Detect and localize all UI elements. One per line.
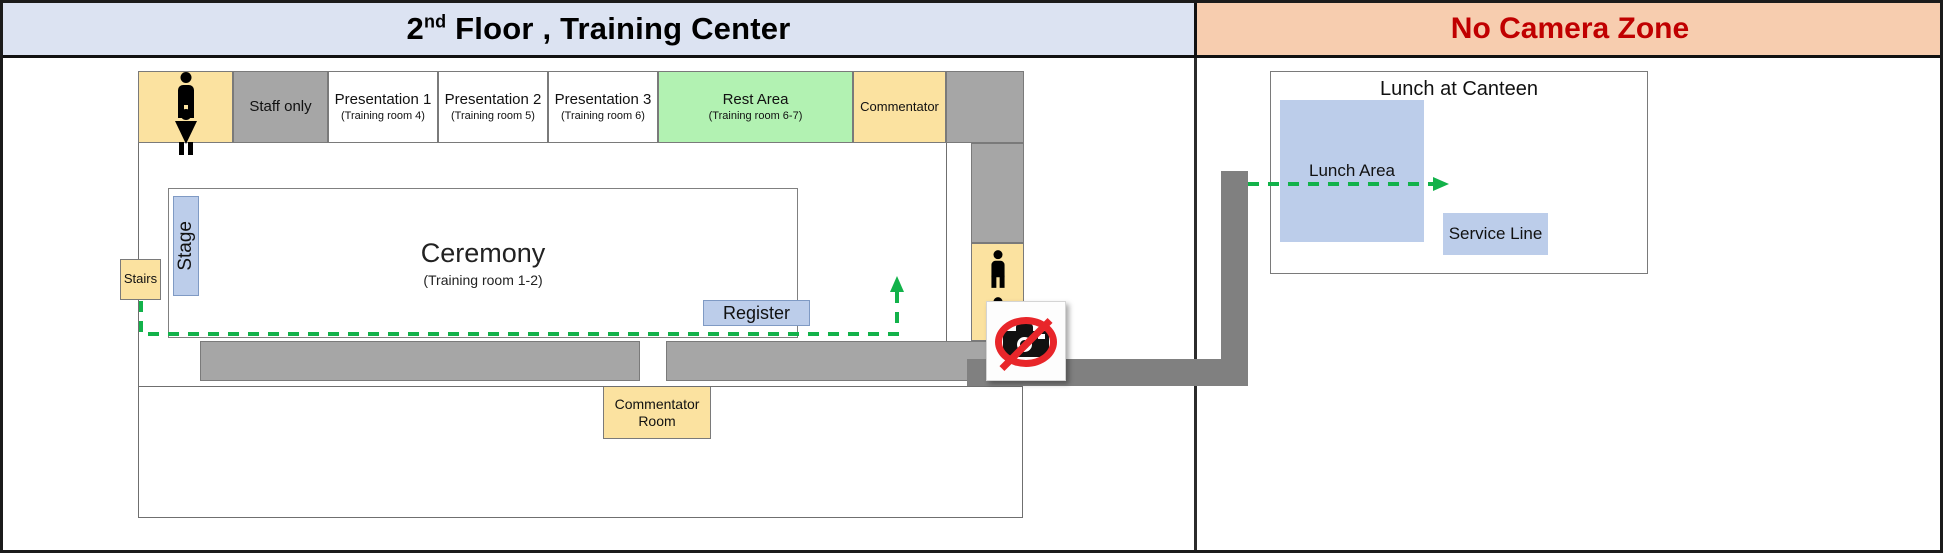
corridor-block-bottom-right (666, 341, 1024, 381)
room-label: Presentation 1 (334, 91, 432, 109)
room-sublabel: (Training room 4) (341, 110, 425, 123)
register-block[interactable]: Register (703, 300, 810, 326)
service-line-block[interactable]: Service Line (1443, 213, 1548, 255)
restroom-icon (988, 249, 1006, 288)
room-sublabel: (Training room 6-7) (708, 110, 803, 123)
right-panel-header: No Camera Zone (1197, 3, 1940, 58)
no-camera-sign-card[interactable] (986, 301, 1066, 381)
no-camera-zone-title: No Camera Zone (1450, 12, 1690, 45)
inner-wall-bottom (139, 386, 1023, 387)
room-label: Commentator (860, 98, 939, 114)
register-label: Register (722, 302, 791, 323)
canteen-panel: Lunch at Canteen Lunch Area Service Line (967, 58, 1940, 550)
room-label: Presentation 3 (554, 91, 652, 109)
room-presentation-3[interactable]: Presentation 3 (Training room 6) (548, 71, 658, 143)
room-presentation-1[interactable]: Presentation 1 (Training room 4) (328, 71, 438, 143)
canteen-title: Lunch at Canteen (1270, 78, 1648, 101)
lunch-area-block[interactable]: Lunch Area (1280, 100, 1424, 242)
room-staff-only[interactable]: Staff only (233, 71, 328, 143)
corridor-block-bottom-left (200, 341, 640, 381)
corridor-block-right-upper (971, 143, 1024, 243)
room-label: Rest Area (722, 91, 789, 109)
stage-block[interactable]: Stage (173, 196, 199, 296)
no-camera-icon (994, 309, 1058, 373)
canteen-title-label: Lunch at Canteen (1380, 78, 1538, 100)
stairs-block[interactable]: Stairs (120, 259, 161, 300)
ceremony-sublabel: (Training room 1-2) (423, 272, 543, 288)
room-label: Presentation 2 (444, 91, 542, 109)
stage-label: Stage (175, 221, 196, 271)
stairs-label: Stairs (123, 271, 158, 287)
left-panel-header: 2nd Floor , Training Center (3, 3, 1197, 58)
ceremony-label: Ceremony (420, 238, 546, 268)
room-rest-area[interactable]: Rest Area (Training room 6-7) (658, 71, 853, 143)
inner-wall-right-vertical (946, 143, 947, 341)
room-sublabel: (Training room 5) (451, 110, 535, 123)
room-presentation-2[interactable]: Presentation 2 (Training room 5) (438, 71, 548, 143)
restroom-icon-female (174, 109, 197, 155)
room-label: Staff only (249, 98, 312, 116)
commentator-room[interactable]: Commentator Room (603, 386, 711, 439)
page-title: 2nd Floor , Training Center (407, 11, 791, 47)
title-rest: Floor , Training Center (446, 11, 791, 46)
room-sublabel: (Training room 6) (561, 110, 645, 123)
restroom-icon (175, 72, 197, 118)
commentator-room-line2: Room (638, 412, 676, 429)
restroom-top-left[interactable] (138, 71, 233, 155)
room-commentator[interactable]: Commentator (853, 71, 946, 143)
corridor-wall-vertical (1221, 171, 1248, 386)
title-prefix: 2 (406, 11, 424, 46)
corridor-block-top-right (946, 71, 1024, 143)
commentator-room-line1: Commentator (614, 396, 700, 413)
title-superscript: nd (423, 11, 447, 32)
lunch-area-label: Lunch Area (1308, 161, 1395, 180)
service-line-label: Service Line (1448, 224, 1543, 243)
